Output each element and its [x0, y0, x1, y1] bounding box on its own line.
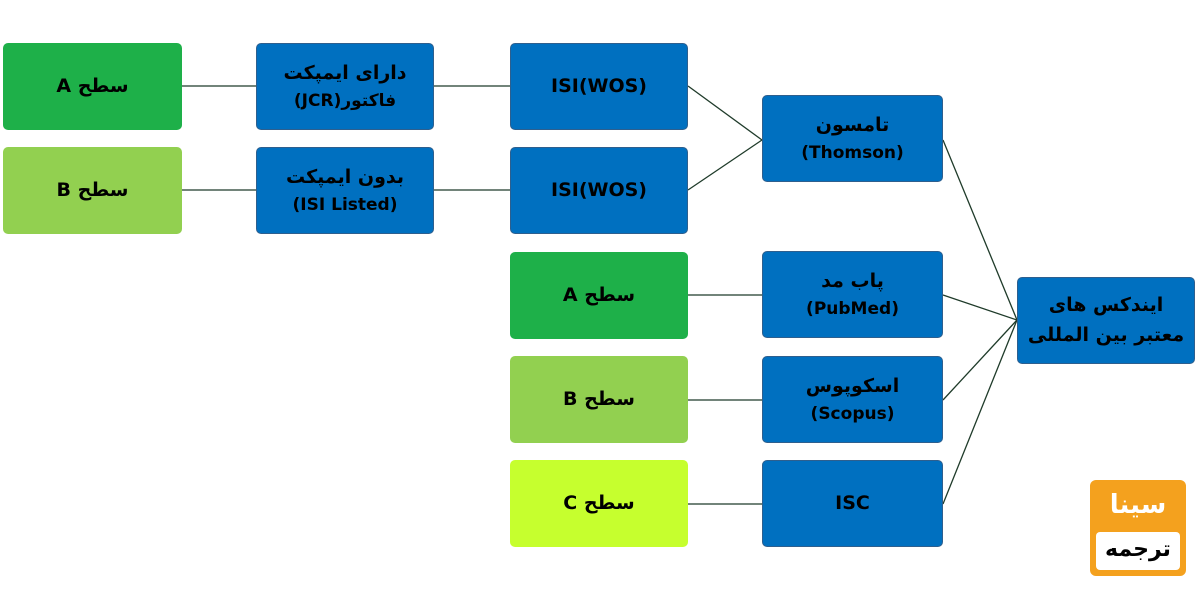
jcr-line1: دارای ایمپکت — [283, 61, 407, 84]
isi-wos-label-1: ISI(WOS) — [551, 74, 647, 97]
root-line1: ایندکس های — [1048, 294, 1164, 317]
isi-listed-line2: (ISI Listed) — [292, 195, 398, 216]
isi-wos-label-2: ISI(WOS) — [551, 178, 647, 201]
connector-scopus-to-root — [942, 319, 1018, 401]
level-c-right-label: سطح C — [563, 491, 635, 514]
scopus-line1: اسکوپوس — [805, 374, 900, 397]
thomson-box: تامسون (Thomson) — [762, 95, 943, 182]
level-a-left-label: سطح A — [56, 74, 129, 97]
isc-box: ISC — [762, 460, 943, 547]
isi-wos-box-1: ISI(WOS) — [510, 43, 688, 130]
isi-listed-line1: بدون ایمپکت — [285, 165, 405, 188]
level-a-left-box: سطح A — [3, 43, 182, 130]
scopus-line2: (Scopus) — [810, 404, 895, 425]
connector-pubmed-to-root — [942, 294, 1018, 321]
pubmed-line1: پاب مد — [821, 269, 884, 292]
thomson-line2: (Thomson) — [801, 143, 904, 164]
isi-wos-box-2: ISI(WOS) — [510, 147, 688, 234]
level-a-right-box: سطح A — [510, 252, 688, 339]
connector-thomson-to-root — [942, 139, 1018, 321]
connector-isc-to-root — [942, 319, 1018, 505]
pubmed-box: پاب مد (PubMed) — [762, 251, 943, 338]
level-b-right-label: سطح B — [563, 387, 635, 410]
jcr-line2: فاکتور(JCR) — [293, 91, 397, 112]
logo-top-text: سینا — [1109, 490, 1167, 520]
level-b-left-box: سطح B — [3, 147, 182, 234]
isc-label: ISC — [835, 491, 870, 514]
level-c-right-box: سطح C — [510, 460, 688, 547]
level-b-right-box: سطح B — [510, 356, 688, 443]
thomson-line1: تامسون — [815, 113, 890, 136]
root-line2: معتبر بین المللی — [1027, 323, 1185, 346]
connector-isi-wos-1-to-thomson — [687, 85, 763, 141]
pubmed-line2: (PubMed) — [806, 299, 899, 320]
sina-tarjomeh-logo: سینا ترجمه — [1090, 480, 1186, 576]
level-b-left-label: سطح B — [56, 178, 129, 201]
root-box: ایندکس های معتبر بین المللی — [1017, 277, 1195, 364]
jcr-box: دارای ایمپکت فاکتور(JCR) — [256, 43, 434, 130]
isi-listed-box: بدون ایمپکت (ISI Listed) — [256, 147, 434, 234]
scopus-box: اسکوپوس (Scopus) — [762, 356, 943, 443]
level-a-right-label: سطح A — [562, 283, 636, 306]
logo-bottom-text: ترجمه — [1096, 532, 1180, 570]
connector-isi-wos-2-to-thomson — [687, 139, 763, 191]
